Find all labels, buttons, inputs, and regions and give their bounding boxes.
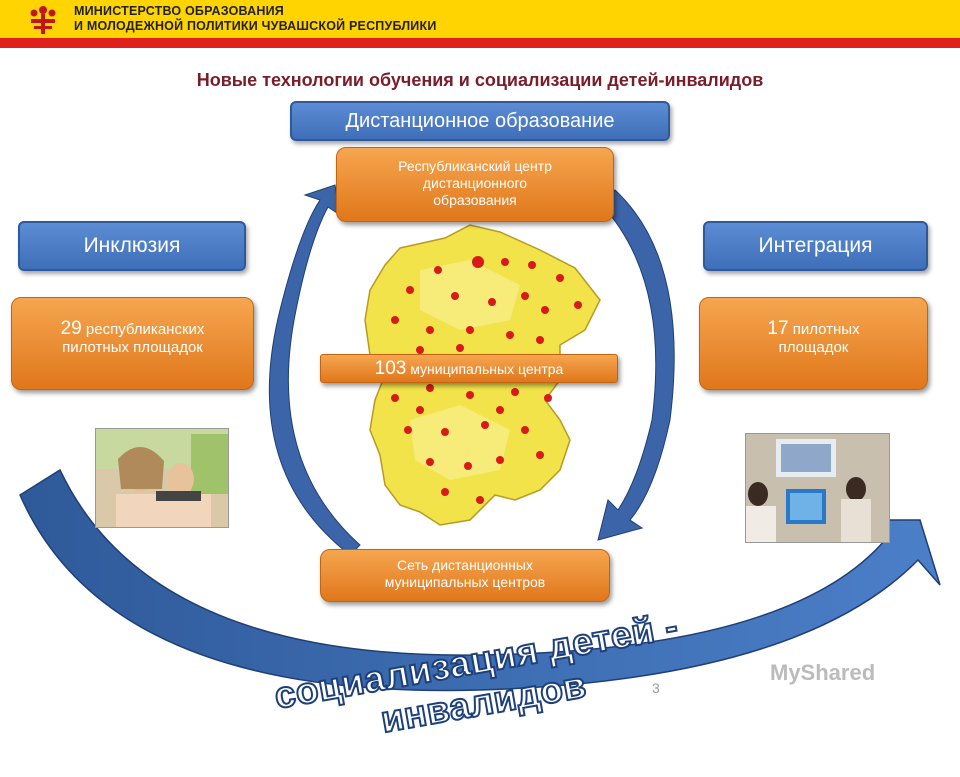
pilot-count: 17 — [767, 318, 789, 339]
photo-children-computer — [95, 428, 229, 528]
republican-pilot-line2: пилотных площадок — [62, 339, 203, 356]
emblem-icon — [24, 2, 62, 36]
republican-pilot-line1: республиканских — [85, 321, 205, 338]
inclusion-label: Инклюзия — [18, 221, 246, 271]
right-cycle-arrow — [597, 189, 675, 541]
ministry-name-line1: МИНИСТЕРСТВО ОБРАЗОВАНИЯ — [74, 4, 284, 18]
pilot-line2: площадок — [778, 339, 849, 356]
republican-center-line3: образования — [433, 192, 517, 208]
municipal-network-line2: муниципальных центров — [384, 574, 546, 590]
municipal-center-points — [381, 256, 582, 504]
integration-label: Интеграция — [703, 221, 928, 271]
distance-education-label: Дистанционное образование — [290, 101, 670, 141]
pilot-sites-box: 17 пилотных площадок — [699, 297, 928, 390]
watermark: MyShared — [770, 660, 876, 685]
ministry-name: МИНИСТЕРСТВО ОБРАЗОВАНИЯ И МОЛОДЕЖНОЙ ПО… — [74, 4, 437, 34]
republican-pilot-sites-box: 29 республиканских пилотных площадок — [11, 297, 254, 390]
republican-center-box: Республиканский центр дистанционного обр… — [336, 147, 614, 222]
slide-title: Новые технологии обучения и социализации… — [196, 70, 764, 90]
municipal-label: муниципальных центра — [410, 361, 564, 377]
republican-pilot-count: 29 — [60, 318, 82, 339]
republican-center-line1: Республиканский центр — [398, 158, 552, 174]
photo-classroom — [745, 433, 890, 543]
pilot-line1: пилотных — [792, 321, 860, 338]
municipal-network-line1: Сеть дистанционных — [397, 557, 533, 573]
ministry-name-line2: И МОЛОДЕЖНОЙ ПОЛИТИКИ ЧУВАШСКОЙ РЕСПУБЛИ… — [74, 19, 437, 33]
municipal-count: 103 — [374, 358, 407, 379]
header-bar — [0, 0, 960, 38]
page-number: 3 — [652, 680, 660, 696]
municipal-centers-bar: 103 муниципальных центра — [320, 354, 618, 383]
header-stripe — [0, 38, 960, 48]
municipal-network-box: Сеть дистанционных муниципальных центров — [320, 549, 610, 602]
big-arc-arrow — [19, 468, 941, 692]
republican-center-line2: дистанционного — [422, 175, 528, 191]
